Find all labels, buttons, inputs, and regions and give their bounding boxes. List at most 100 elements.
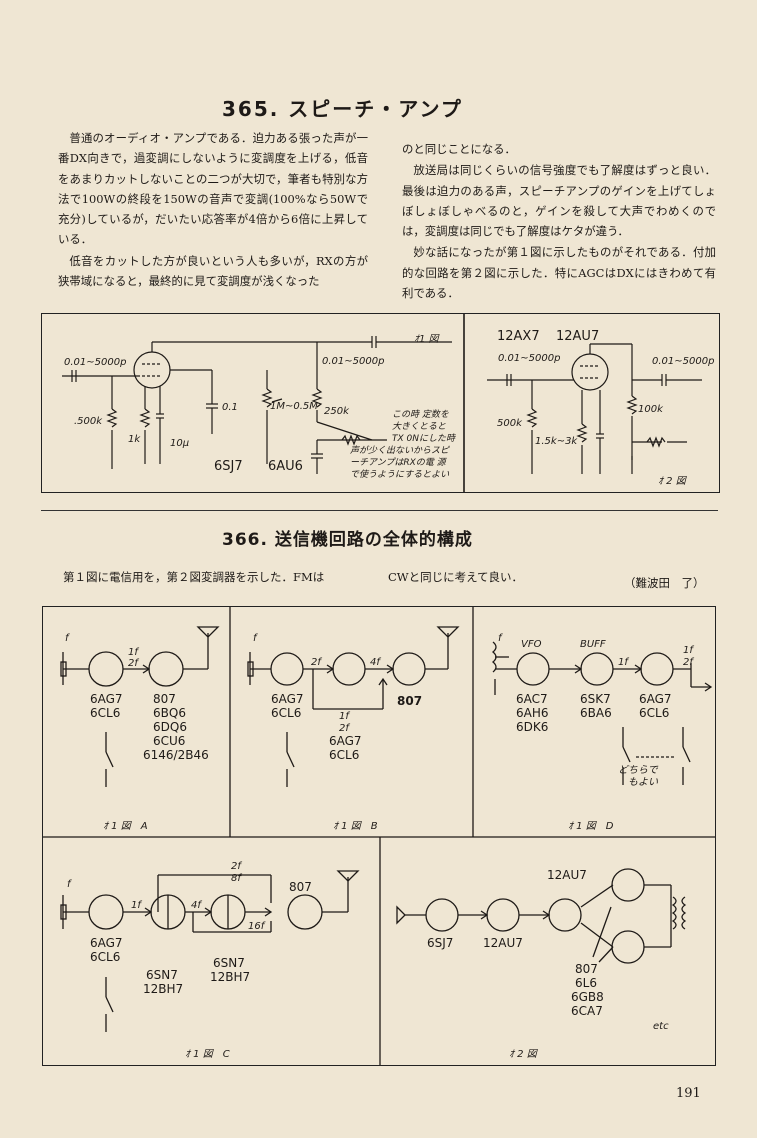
speech-amp-schematic: 0.01~5000p 0.01~5000p .500k 1k 10μ 0.1 1…: [62, 314, 714, 492]
paragraph: のと同じことになる．: [402, 142, 516, 156]
tube-label: 6AG7: [639, 692, 672, 706]
note-line: ーチアンプはRXの電 源: [350, 457, 448, 468]
figure-caption: ｵ 1 図 C: [185, 1049, 230, 1060]
tube-label: 12BH7: [210, 970, 250, 984]
freq-label: 1f: [128, 647, 139, 658]
tube-label: 6DK6: [516, 720, 548, 734]
freq-label: 1f: [683, 645, 694, 656]
tube-label: 6AG7: [329, 734, 362, 748]
bypass-cap-label: 0.1: [222, 402, 238, 413]
tube-label: 12AU7: [483, 936, 523, 950]
freq-label: f: [253, 633, 258, 644]
note-line: 大きくとると: [392, 421, 446, 432]
tube-label: 807: [153, 692, 176, 706]
tube-label: 6SN7: [146, 968, 178, 982]
tube-label: 6AH6: [516, 706, 549, 720]
figure-caption: ｵ 1 図 A: [103, 821, 148, 832]
freq-label: etc: [653, 1021, 669, 1032]
fig1-label: ｵ1 図: [414, 334, 441, 345]
tube-label: 6AG7: [271, 692, 304, 706]
fig2-input-cap-label: 0.01~5000p: [498, 353, 560, 364]
tube-label: 12BH7: [143, 982, 183, 996]
author: （難波田 了）: [624, 576, 705, 590]
freq-label: 1f: [618, 657, 629, 668]
tube-label: 6DQ6: [153, 720, 187, 734]
note-line: TX 0Nにした時: [392, 433, 456, 444]
freq-label: 4f: [191, 900, 202, 911]
tube-label: 6CL6: [329, 748, 359, 762]
freq-label: f: [67, 879, 72, 890]
section-366-intro-b: CWと同じに考えて良い．: [388, 570, 524, 584]
freq-label: 2f: [128, 658, 139, 669]
section-366-title: 366. 送信機回路の全体的構成: [222, 530, 473, 550]
tube-label: 6L6: [575, 976, 597, 990]
section-365-title: 365. スピーチ・アンプ: [222, 97, 463, 121]
freq-label: 2f: [683, 657, 694, 668]
pot-label: 1M~0.5M: [270, 401, 318, 412]
tube-label: 6AC7: [516, 692, 548, 706]
grid-resistor-label: .500k: [74, 416, 103, 427]
tube-label: 6CL6: [90, 706, 120, 720]
fig2-r2-label: 1.5k~3k: [535, 436, 578, 447]
plate-resistor-label: 250k: [324, 406, 350, 417]
tube-label: 6SJ7: [214, 459, 243, 474]
figure-caption: ｵ 1 図 B: [333, 821, 378, 832]
freq-label: 4f: [370, 657, 381, 668]
paragraph: 普通のオーディオ・アンプである．迫力ある張った声が一番DX向きで，過変調にしない…: [58, 131, 368, 247]
transmitter-block-diagrams: f 1f 2f f 2f 4f 1f 2f f VFO BUFF 1f 1f 2…: [43, 607, 715, 1065]
freq-label: f: [65, 633, 70, 644]
tube-label: 6CL6: [90, 950, 120, 964]
speech-amp-figure-frame: 0.01~5000p 0.01~5000p .500k 1k 10μ 0.1 1…: [41, 313, 720, 493]
tube-label: 6CL6: [639, 706, 669, 720]
section-divider: [41, 510, 718, 511]
cathode-cap-label: 10μ: [170, 438, 189, 449]
freq-label: 2f: [311, 657, 322, 668]
page-number: 191: [676, 1086, 701, 1101]
tube-label: 6SJ7: [427, 936, 453, 950]
tube-label: 6CL6: [271, 706, 301, 720]
tube-label: 6CU6: [153, 734, 185, 748]
output-cap-label: 0.01~5000p: [322, 356, 384, 367]
cathode-resistor-label: 1k: [128, 434, 141, 445]
figure-caption: ｵ 1 図 D: [568, 821, 614, 832]
fig2-label: ｵ 2 図: [658, 476, 688, 487]
tube-label: 6SN7: [213, 956, 245, 970]
tube-label: 6AG7: [90, 936, 123, 950]
note-line: どちらで: [618, 764, 659, 776]
tube-label: 807: [397, 694, 422, 708]
freq-label: f: [498, 633, 503, 644]
tube-label: 6GB8: [571, 990, 604, 1004]
fig2-output-cap-label: 0.01~5000p: [652, 356, 714, 367]
paragraph: 低音をカットした方が良いという人も多いが，RXの方が狭帯域になると，最終的に見て…: [58, 253, 368, 289]
tube-label: 12AU7: [547, 868, 587, 882]
section-365-column-1: 普通のオーディオ・アンプである．迫力ある張った声が一番DX向きで，過変調にしない…: [58, 128, 368, 292]
stage-label: VFO: [521, 639, 542, 650]
input-cap-label: 0.01~5000p: [64, 357, 126, 368]
tube-label: 6BA6: [580, 706, 612, 720]
note-line: 声が少く出ないからスピ: [350, 445, 451, 456]
tube-label: 6AU6: [268, 459, 303, 474]
fig2-r1-label: 500k: [497, 418, 523, 429]
freq-label: 2f: [231, 861, 242, 872]
fig2-r3-label: 100k: [638, 404, 664, 415]
tube-label: 807: [289, 880, 312, 894]
tube-label: 12AX7: [497, 329, 540, 344]
figure-caption: ｵ 2 図: [509, 1049, 539, 1060]
tube-label: 807: [575, 962, 598, 976]
freq-label: 2f: [339, 723, 350, 734]
freq-label: 1f: [339, 711, 350, 722]
tube-label: 6SK7: [580, 692, 611, 706]
paragraph: 妙な話になったが第１図に示したものがそれである．付加的な回路を第２図に示した．特…: [402, 245, 716, 301]
freq-label: 16f: [248, 921, 266, 932]
transmitter-figures-frame: f 1f 2f f 2f 4f 1f 2f f VFO BUFF 1f 1f 2…: [42, 606, 716, 1066]
note-line: この時 定数を: [392, 409, 449, 420]
tube-label: 6BQ6: [153, 706, 186, 720]
stage-label: BUFF: [580, 639, 606, 650]
section-366-intro-a: 第１図に電信用を，第２図変調器を示した．FMは: [63, 570, 325, 584]
tube-label: 12AU7: [556, 329, 599, 344]
tube-label: 6CA7: [571, 1004, 603, 1018]
note-line: で使うようにするとよい: [350, 469, 449, 480]
tube-label: 6AG7: [90, 692, 123, 706]
tube-label: 6146/2B46: [143, 748, 209, 762]
section-365-column-2: のと同じことになる． 放送局は同じくらいの信号強度でも了解度はずっと良い．最後は…: [402, 139, 716, 304]
